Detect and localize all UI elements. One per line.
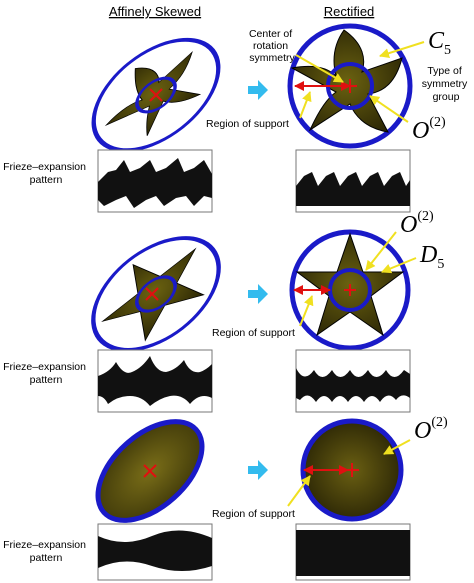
symbol-o2-row2: O(2) bbox=[400, 209, 434, 238]
frieze-rectified-row2 bbox=[295, 349, 411, 413]
label-type-of-symmetry: Type of symmetry group bbox=[422, 65, 470, 103]
label-frieze-row2: Frieze–expansion pattern bbox=[3, 361, 89, 386]
frieze-skewed-row1 bbox=[97, 149, 213, 213]
symbol-d5: D5 bbox=[419, 242, 444, 272]
callout-o2-row3 bbox=[383, 439, 411, 455]
header-affinely-skewed: Affinely Skewed bbox=[109, 4, 201, 19]
transition-arrow-row1 bbox=[248, 80, 268, 100]
callout-region-support-row3 bbox=[287, 475, 311, 507]
callout-region-support-row1 bbox=[299, 91, 312, 119]
callout-c5 bbox=[379, 41, 425, 59]
symbol-o2-row3: O(2) bbox=[414, 415, 448, 444]
frieze-rectified-row1 bbox=[295, 149, 411, 213]
callout-center-of-rotation bbox=[295, 54, 344, 83]
label-region-of-support-row2: Region of support bbox=[212, 327, 295, 339]
label-center-of-rotation: Center of rotation symmetry bbox=[249, 28, 296, 64]
label-region-of-support-row1: Region of support bbox=[206, 118, 289, 130]
label-frieze-row1: Frieze–expansion pattern bbox=[3, 161, 89, 186]
row2-skewed-shape bbox=[91, 236, 221, 352]
header-rectified: Rectified bbox=[324, 4, 375, 19]
frieze-rectified-row3 bbox=[295, 523, 411, 581]
label-frieze-row3: Frieze–expansion pattern bbox=[3, 539, 89, 564]
callout-o2-row2 bbox=[365, 231, 397, 271]
frieze-skewed-row2 bbox=[97, 349, 213, 413]
row3-skewed-center-mark bbox=[143, 464, 157, 478]
transition-arrow-row2 bbox=[248, 284, 268, 304]
symbol-o2-row1: O(2) bbox=[412, 115, 446, 144]
row2-rectified-center-mark bbox=[344, 284, 356, 296]
label-region-of-support-row3: Region of support bbox=[212, 508, 295, 520]
symbol-c5: C5 bbox=[428, 28, 451, 58]
transition-arrow-row3 bbox=[248, 460, 268, 480]
frieze-skewed-row3 bbox=[97, 523, 213, 581]
callout-region-support-row2 bbox=[299, 295, 314, 327]
row2-skewed-center-mark bbox=[145, 287, 159, 301]
callout-o2-row1 bbox=[369, 95, 409, 123]
row1-skewed-shape bbox=[91, 37, 221, 153]
callout-d5 bbox=[381, 257, 417, 274]
row1-skewed-center-mark bbox=[149, 88, 163, 102]
